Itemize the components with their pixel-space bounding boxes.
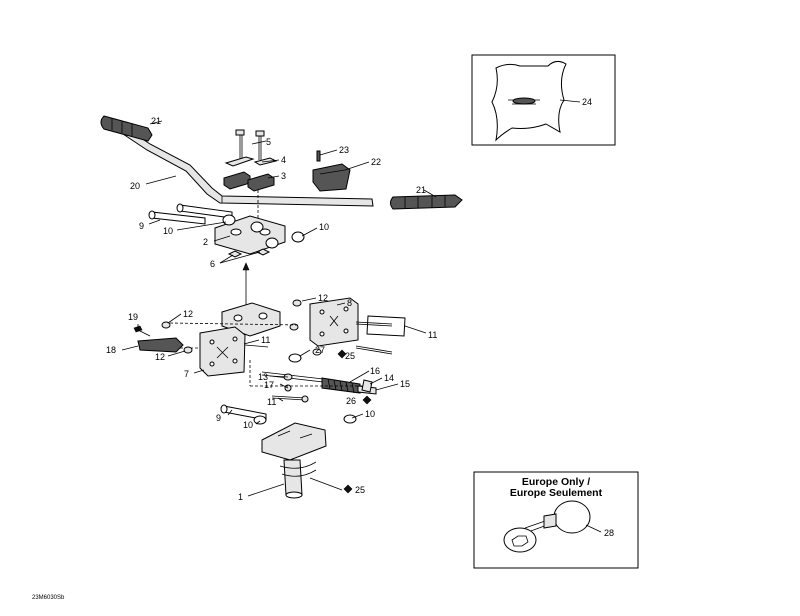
callout-26: 26 [346, 396, 356, 406]
upper-clamp-hardware [148, 129, 305, 258]
callout-11-right: 11 [428, 330, 437, 340]
callout-9-lower: 9 [216, 413, 221, 423]
callout-numbers: 21 5 23 4 22 3 20 21 24 9 10 10 2 6 12 8… [106, 97, 614, 538]
callout-21-left: 21 [151, 116, 161, 126]
europe-only-inset-box: Europe Only / Europe Seulement [473, 471, 639, 569]
callout-7: 7 [184, 369, 189, 379]
cover-and-screw [312, 150, 351, 192]
reference-code: 23M6030Sb [32, 595, 65, 601]
callout-18: 18 [106, 345, 116, 355]
callout-12-upper-left: 12 [183, 309, 193, 319]
grip-right [390, 194, 463, 210]
callout-2: 2 [203, 237, 208, 247]
callout-14: 14 [384, 373, 394, 383]
callout-10-lower-right: 10 [365, 409, 375, 419]
callout-10-lower-left: 10 [243, 420, 253, 430]
callout-10-upper-right: 10 [319, 222, 329, 232]
callout-13: 13 [258, 372, 268, 382]
callout-28: 28 [604, 528, 614, 538]
callout-25-lower: 25 [355, 485, 365, 495]
callout-15: 15 [400, 379, 410, 389]
callout-21-right: 21 [416, 185, 426, 195]
callout-12-upper-right: 12 [318, 293, 328, 303]
handlebar [116, 123, 374, 207]
callout-27: 27 [315, 345, 325, 355]
steering-arm-assembly [133, 297, 406, 405]
callout-22: 22 [371, 157, 381, 167]
assembly-arrow [242, 262, 250, 308]
callout-20: 20 [130, 181, 140, 191]
callout-4: 4 [281, 155, 286, 165]
callout-17: 17 [264, 380, 274, 390]
callout-6: 6 [210, 259, 215, 269]
callout-12-lower-left: 12 [155, 352, 165, 362]
callout-16: 16 [370, 366, 380, 376]
grip-left [100, 115, 153, 142]
callout-10-upper-left: 10 [163, 226, 173, 236]
callout-23: 23 [339, 145, 349, 155]
callout-5: 5 [266, 137, 271, 147]
leader-lines [121, 99, 602, 533]
callout-8: 8 [347, 298, 352, 308]
callout-25-middle: 25 [345, 351, 355, 361]
callout-11-middle: 11 [261, 335, 270, 345]
callout-24: 24 [582, 97, 592, 107]
callout-3: 3 [281, 171, 286, 181]
europe-title-line-1: Europe Only / [522, 476, 590, 488]
callout-19: 19 [128, 312, 138, 322]
pad-inset-box [471, 54, 616, 146]
steering-column-assembly [220, 404, 357, 499]
callout-1: 1 [238, 492, 243, 502]
europe-title-line-2: Europe Seulement [510, 487, 603, 499]
callout-9-upper: 9 [139, 221, 144, 231]
callout-11-lower: 11 [267, 397, 276, 407]
